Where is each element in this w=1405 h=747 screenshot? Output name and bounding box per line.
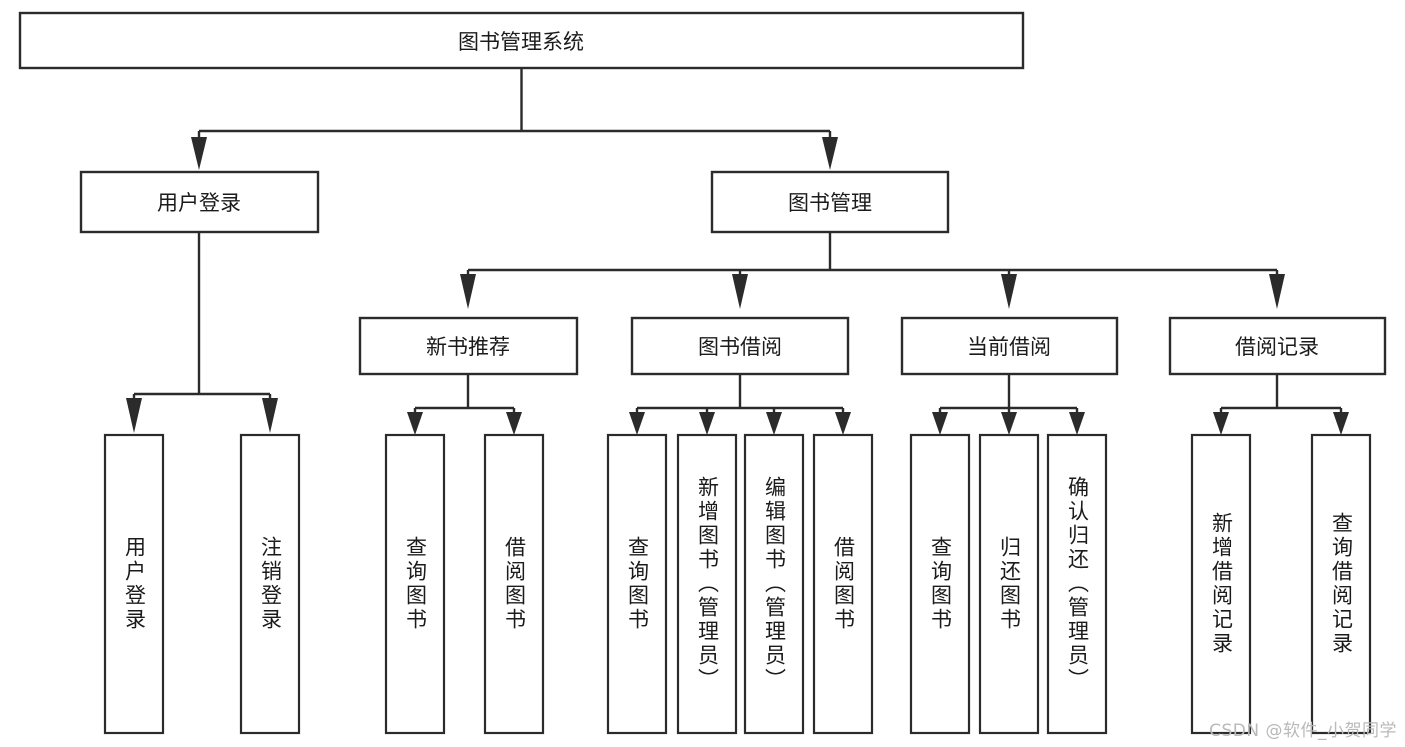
node-root[interactable]: 图书管理系统 — [18, 11, 1025, 70]
arrow-head-leaf-query-book-2 — [629, 412, 645, 435]
leaf-boxes — [103, 433, 1372, 735]
node-user-login-label: 用户登录 — [157, 191, 241, 215]
leaf-user-login-box[interactable] — [103, 433, 165, 735]
node-borrow-record-box[interactable] — [1168, 316, 1387, 376]
leaf-query-book-2-box[interactable] — [606, 433, 668, 735]
arrow-head-new-book-recommend — [460, 274, 476, 309]
leaf-query-record-box[interactable] — [1310, 433, 1372, 735]
arrow-head-leaf-confirm-return — [1069, 412, 1085, 435]
arrow-head-book-borrow — [732, 274, 748, 309]
node-current-borrow-box[interactable] — [900, 316, 1119, 376]
arrow-head-leaf-borrow-book-1 — [506, 412, 522, 435]
node-book-borrow-box[interactable] — [630, 316, 850, 376]
leaf-borrow-book-1-box[interactable] — [483, 433, 545, 735]
node-new-book-recommend-box[interactable] — [358, 316, 579, 376]
arrow-head-leaf-query-book-3 — [932, 412, 948, 435]
arrow-head-current-borrow — [1001, 274, 1017, 309]
leaf-return-book-box[interactable] — [978, 433, 1040, 735]
node-current-borrow[interactable]: 当前借阅 — [900, 316, 1119, 376]
connector-group-book-manage — [460, 232, 1285, 309]
node-current-borrow-label: 当前借阅 — [967, 335, 1051, 359]
watermark-text: CSDN @软件_小贺同学 — [1209, 721, 1397, 741]
connector-group-book-borrow — [629, 374, 851, 435]
node-new-book-recommend[interactable]: 新书推荐 — [358, 316, 579, 376]
node-book-manage-label: 图书管理 — [788, 191, 872, 215]
arrow-head-leaf-query-book-1 — [407, 412, 423, 435]
node-user-login-box[interactable] — [79, 170, 320, 234]
arrow-head-leaf-return-book — [1001, 412, 1017, 435]
arrow-head-book-manage — [822, 137, 838, 170]
arrow-head-user-login — [191, 137, 207, 170]
leaf-query-book-1-box[interactable] — [384, 433, 446, 735]
leaf-add-book-box[interactable] — [676, 433, 738, 735]
node-book-manage-box[interactable] — [710, 170, 950, 234]
leaf-query-book-3-box[interactable] — [909, 433, 971, 735]
node-book-borrow[interactable]: 图书借阅 — [630, 316, 850, 376]
leaf-borrow-book-2-box[interactable] — [812, 433, 874, 735]
node-borrow-record[interactable]: 借阅记录 — [1168, 316, 1387, 376]
leaf-logout-login-box[interactable] — [239, 433, 301, 735]
node-root-label: 图书管理系统 — [458, 30, 584, 54]
node-borrow-record-label: 借阅记录 — [1235, 335, 1319, 359]
arrow-head-leaf-logout-login — [262, 398, 278, 433]
leaf-edit-book-box[interactable] — [743, 433, 805, 735]
leaf-add-record-box[interactable] — [1190, 433, 1252, 735]
arrow-head-leaf-user-login — [126, 398, 142, 433]
leaf-confirm-return-box[interactable] — [1046, 433, 1108, 735]
arrow-head-leaf-add-book — [699, 412, 715, 435]
node-new-book-recommend-label: 新书推荐 — [426, 335, 510, 359]
node-book-manage[interactable]: 图书管理 — [710, 170, 950, 234]
connector-group-root — [191, 68, 838, 170]
node-root-box[interactable] — [18, 11, 1025, 70]
arrow-head-leaf-edit-book — [766, 412, 782, 435]
arrow-head-borrow-record — [1269, 274, 1285, 309]
node-user-login[interactable]: 用户登录 — [79, 170, 320, 234]
arrow-head-leaf-borrow-book-2 — [835, 412, 851, 435]
connector-group-new-book-recommend — [407, 374, 522, 435]
arrow-head-leaf-add-record — [1213, 412, 1229, 435]
connector-group-borrow-record — [1213, 374, 1349, 435]
node-book-borrow-label: 图书借阅 — [698, 335, 782, 359]
connector-group-user-login — [126, 232, 278, 433]
arrow-head-leaf-query-record — [1333, 412, 1349, 435]
connector-group-current-borrow — [932, 374, 1085, 435]
